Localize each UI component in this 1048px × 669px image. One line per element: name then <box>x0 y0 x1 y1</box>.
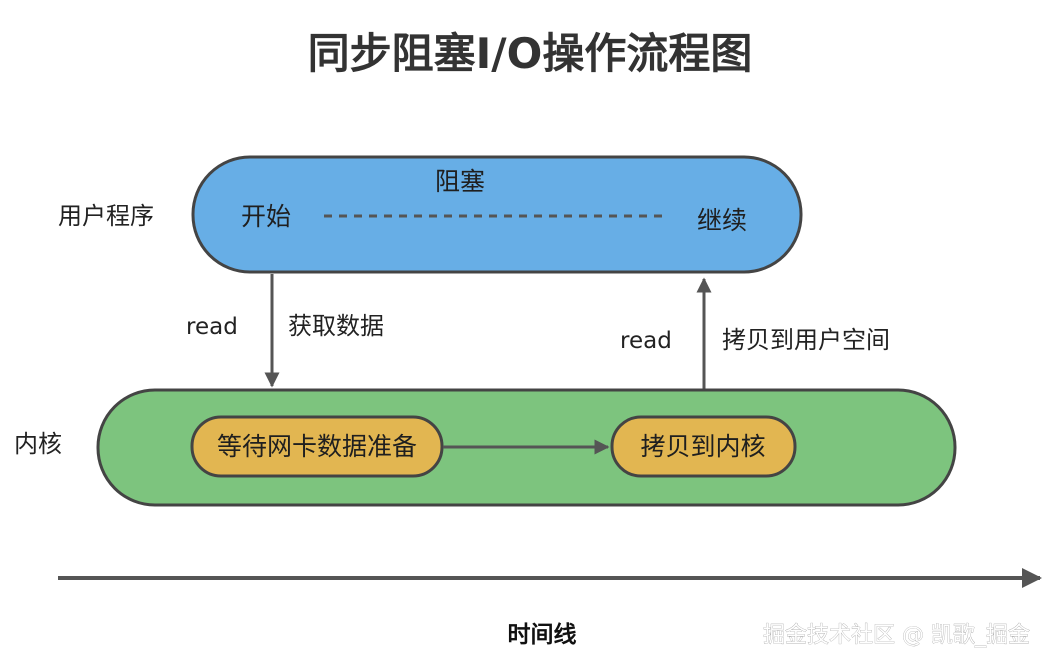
copy-to-kernel-label: 拷贝到内核 <box>640 432 765 461</box>
copy-to-kernel-box <box>610 415 797 478</box>
kernel-lane-label: 内核 <box>14 430 62 458</box>
watermark: 掘金技术社区 @ 凯歌_掘金 <box>763 623 1030 648</box>
timeline-label: 时间线 <box>508 621 577 648</box>
continue-label: 继续 <box>697 206 747 235</box>
read-down-label: read <box>186 314 238 340</box>
start-label: 开始 <box>241 202 291 231</box>
copy-to-user-label: 拷贝到用户空间 <box>722 326 890 354</box>
diagram-title: 同步阻塞I/O操作流程图 <box>308 29 753 78</box>
read-up-label: read <box>620 328 672 354</box>
blocked-label: 阻塞 <box>435 167 485 196</box>
wait-nic-data-box <box>190 415 444 478</box>
wait-nic-data-label: 等待网卡数据准备 <box>217 432 417 461</box>
fetch-data-label: 获取数据 <box>288 312 384 340</box>
user-lane-label: 用户程序 <box>58 202 154 230</box>
